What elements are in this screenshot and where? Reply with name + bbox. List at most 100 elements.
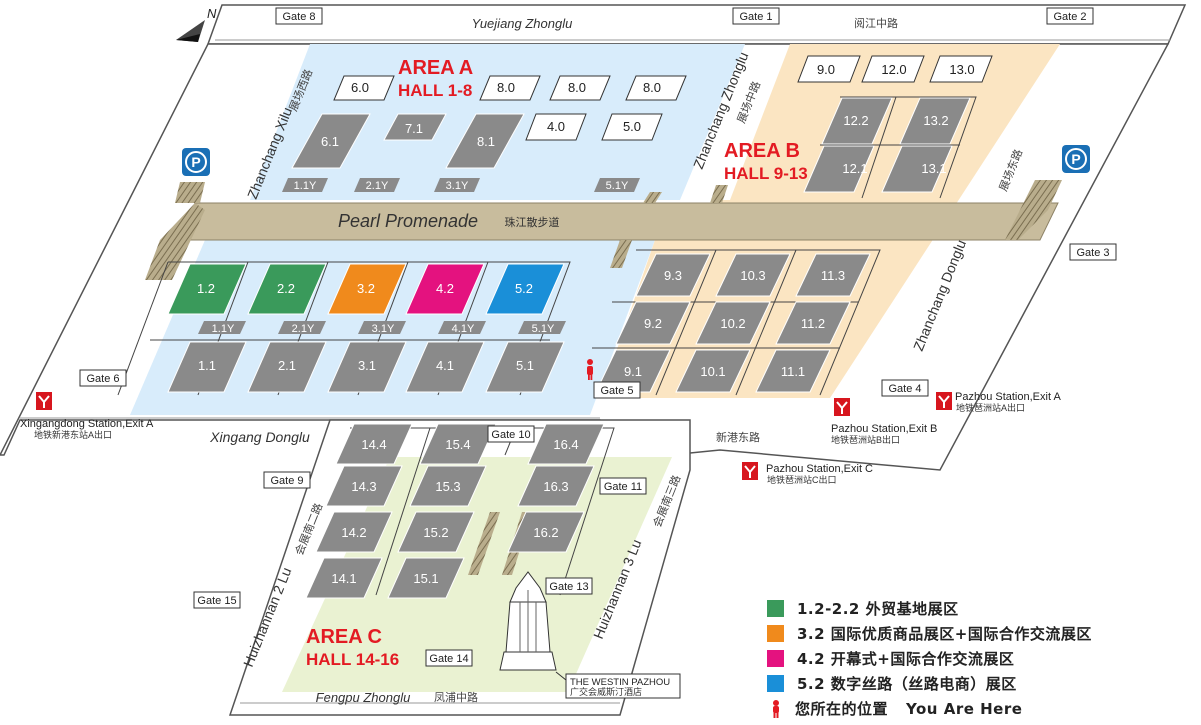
area-a-halls: HALL 1-8 <box>398 81 472 100</box>
legend-item: 3.2 国际优质商品展区+国际合作交流展区 <box>766 621 1196 646</box>
hall-5-1 <box>485 341 565 393</box>
hall-label-8-0: 8.0 <box>568 80 586 95</box>
gate-label: Gate 8 <box>282 11 315 23</box>
gate-label: Gate 9 <box>270 475 303 487</box>
legend-swatch <box>766 674 785 693</box>
gate-label: Gate 2 <box>1053 11 1086 23</box>
stairs-c-1 <box>468 512 500 575</box>
hall-label-12-2: 12.2 <box>843 113 868 128</box>
hall-10-1-label: 10.1 <box>700 364 725 379</box>
hall-label-4-0: 4.0 <box>547 119 565 134</box>
hall-14-2 <box>315 511 393 553</box>
hall-7-1 <box>383 113 447 141</box>
hall-label-4-1: 4.1 <box>436 358 454 373</box>
legend: 1.2-2.2 外贸基地展区 3.2 国际优质商品展区+国际合作交流展区 4.2… <box>766 596 1196 721</box>
hall-label-2-1y-low: 2.1Y <box>292 323 315 335</box>
gate-label: Gate 5 <box>600 385 633 397</box>
hall-outline <box>479 75 541 101</box>
ground-north <box>206 4 1187 45</box>
metro-stations <box>36 392 952 480</box>
hall-11-1-label: 11.1 <box>781 364 805 379</box>
hall-label-5-2: 5.2 <box>515 281 533 296</box>
hall-1-1y-low <box>198 321 246 334</box>
area-b-upper-frame <box>820 96 977 199</box>
hall-label-9-0: 9.0 <box>817 62 835 77</box>
hall-11-3 <box>795 253 871 297</box>
hall-label-5-1y: 5.1Y <box>606 180 629 192</box>
legend-swatch <box>766 649 785 668</box>
hall-label-12-0: 12.0 <box>881 62 906 77</box>
hall-14-1 <box>305 557 383 599</box>
hall-2-1y <box>354 178 400 192</box>
hall-3-2-orange <box>327 263 407 315</box>
hall-15-4-label: 15.4 <box>445 437 470 452</box>
hall-label-5-0: 5.0 <box>623 119 641 134</box>
hall-6-1 <box>291 113 371 169</box>
hall-outline <box>625 75 687 101</box>
road-pearl-cn: 珠江散步道 <box>505 215 560 229</box>
gate-9: Gate 9 <box>263 471 311 489</box>
hall-label-2-1y: 2.1Y <box>366 180 389 192</box>
hall-label-6-1: 6.1 <box>321 134 339 149</box>
hall-9-0 <box>797 55 861 83</box>
road-xingang-en: Xingang Donglu <box>209 429 310 445</box>
hall-label-6-0: 6.0 <box>351 80 369 95</box>
hall-13-0 <box>929 55 993 83</box>
station-pazhou-b-cn: 地铁琶洲站B出口 <box>831 434 900 445</box>
area-a-title: AREA A <box>398 57 473 79</box>
legend-label: 1.2-2.2 外贸基地展区 <box>797 600 959 618</box>
legend-label: 5.2 数字丝路（丝路电商）展区 <box>797 675 1017 693</box>
hall-4-1y-low <box>438 321 486 334</box>
gate-label: Gate 4 <box>888 383 921 395</box>
hall-10-2-label: 10.2 <box>720 316 745 331</box>
parking-label: P <box>191 154 200 170</box>
hall-outline <box>333 75 395 101</box>
stairs-left-top <box>175 182 205 203</box>
pearl-promenade-band <box>179 202 1059 241</box>
hall-outline <box>601 113 663 141</box>
hall-14-4-label: 14.4 <box>361 437 386 452</box>
hall-label-8-0: 8.0 <box>643 80 661 95</box>
hall-label-5-1y-low: 5.1Y <box>532 323 555 335</box>
hall-11-1 <box>755 349 831 393</box>
station-pazhou-a-en: Pazhou Station,Exit A <box>955 391 1061 403</box>
you-are-here-en: You Are Here <box>906 699 1023 718</box>
hall-15-3 <box>409 465 487 507</box>
hall-14-2-label: 14.2 <box>341 525 366 540</box>
hall-15-2 <box>397 511 475 553</box>
parking-icon: P <box>182 148 210 176</box>
hall-outline <box>525 113 587 141</box>
gate-4: Gate 4 <box>881 379 929 397</box>
hall-13-1 <box>881 145 953 193</box>
gate-13: Gate 13 <box>545 577 593 595</box>
hall-16-3-label: 16.3 <box>543 479 568 494</box>
hall-14-1-label: 14.1 <box>331 571 356 586</box>
hall-15-1 <box>387 557 465 599</box>
hall-10-2 <box>695 301 771 345</box>
parking-label: P <box>1071 151 1080 167</box>
road-fengpu-en: Fengpu Zhonglu <box>316 690 411 705</box>
hotel-label-box <box>565 673 681 699</box>
station-pazhou-c-cn: 地铁琶洲站C出口 <box>767 474 837 485</box>
hall-12-1 <box>803 145 875 193</box>
legend-swatch <box>766 599 785 618</box>
hall-13-2 <box>899 97 971 145</box>
hall-1-2-green <box>167 263 247 315</box>
hall-12-0 <box>861 55 925 83</box>
hall-2-1y-low <box>278 321 326 334</box>
metro-icon <box>742 462 758 480</box>
hall-9-2 <box>615 301 691 345</box>
gate-11: Gate 11 <box>599 477 647 495</box>
hall-1-1y <box>282 178 328 192</box>
you-are-here-cn: 您所在的位置 <box>795 700 889 718</box>
road-fengpu-cn: 凤浦中路 <box>434 691 478 704</box>
hall-outline <box>549 75 611 101</box>
hall-15-4 <box>419 423 497 465</box>
road-xingang-cn: 新港东路 <box>716 430 760 444</box>
compass-label: N <box>207 6 217 21</box>
gate-label: Gate 6 <box>86 373 119 385</box>
area-b-halls: HALL 9-13 <box>724 164 808 183</box>
hall-11-2 <box>775 301 851 345</box>
westin-hotel-tower <box>499 571 557 671</box>
gate-15: Gate 15 <box>193 591 241 609</box>
